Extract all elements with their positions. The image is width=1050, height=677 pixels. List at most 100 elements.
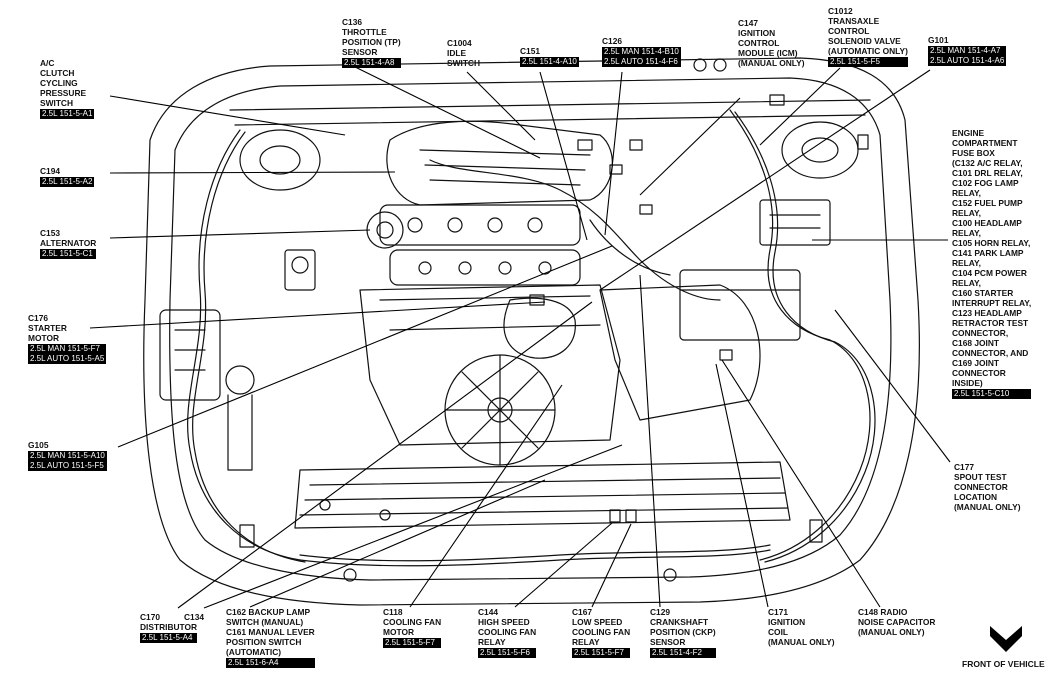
callout-text: C105 HORN RELAY, bbox=[952, 238, 1031, 248]
leader-g101 bbox=[599, 69, 931, 291]
battery bbox=[679, 269, 801, 341]
reference-code: 2.5L 151-5-A2 bbox=[40, 177, 95, 187]
reference-code: 2.5L 151-4-A8 bbox=[342, 58, 401, 68]
reference-code: 2.5L 151-4-F2 bbox=[650, 648, 716, 658]
alternator-body bbox=[366, 211, 404, 249]
callout-text: C102 FOG LAMP bbox=[952, 178, 1019, 188]
callout-text: RELAY, bbox=[952, 228, 982, 238]
callout-text: C160 STARTER bbox=[952, 288, 1014, 298]
callout-text: C1012 bbox=[828, 6, 853, 16]
reference-code: 2.5L AUTO 151-4-A6 bbox=[928, 56, 1007, 66]
callout-text: C168 JOINT bbox=[952, 338, 1000, 348]
leader-c118 bbox=[409, 384, 563, 608]
valve-cover-rear bbox=[379, 204, 581, 246]
leader-c1004 bbox=[466, 71, 536, 141]
callout-text: C136 bbox=[342, 17, 363, 27]
callout-text: IGNITION bbox=[738, 28, 776, 38]
reference-code: 2.5L 151-5-F7 bbox=[572, 648, 631, 658]
callout-text: (C132 A/C RELAY, bbox=[952, 158, 1023, 168]
callout-text: (AUTOMATIC) bbox=[226, 647, 282, 657]
callout-text: POSITION SWITCH bbox=[226, 637, 302, 647]
leader-c151 bbox=[539, 71, 588, 241]
callout-text: STARTER bbox=[28, 323, 67, 333]
starter-body bbox=[503, 297, 576, 359]
callout-text: C123 HEADLAMP bbox=[952, 308, 1022, 318]
reference-code: 2.5L MAN 151-4-A7 bbox=[928, 46, 1007, 56]
callout-text: CONTROL bbox=[738, 38, 780, 48]
leader-ac-clutch bbox=[109, 95, 346, 136]
callout-text: C129 bbox=[650, 607, 671, 617]
callout-text: C126 bbox=[602, 36, 623, 46]
callout-text: COOLING FAN bbox=[572, 627, 631, 637]
callout-text: C100 HEADLAMP bbox=[952, 218, 1022, 228]
reference-code: 2.5L 151-5-F7 bbox=[383, 638, 442, 648]
callout-text: RELAY, bbox=[952, 278, 982, 288]
callout-text: C148 RADIO bbox=[858, 607, 908, 617]
callout-text: G105 bbox=[28, 440, 49, 450]
leader-c129 bbox=[639, 274, 661, 608]
callout-text: ENGINE bbox=[952, 128, 985, 138]
callout-text: SPOUT TEST bbox=[954, 472, 1007, 482]
leader-c171 bbox=[715, 363, 769, 608]
callout-text: ALTERNATOR bbox=[40, 238, 97, 248]
callout-c134: C134 bbox=[184, 612, 204, 622]
callout-text: LOW SPEED bbox=[572, 617, 623, 627]
leader-c136 bbox=[344, 61, 541, 159]
distributor-body bbox=[225, 365, 255, 395]
callout-text: CONNECTOR bbox=[954, 482, 1008, 492]
callout-text: IGNITION bbox=[768, 617, 806, 627]
callout-text: (MANUAL ONLY) bbox=[768, 637, 835, 647]
callout-text: TRANSAXLE bbox=[828, 16, 880, 26]
callout-text: A/C bbox=[40, 58, 55, 68]
callout-text: (MANUAL ONLY) bbox=[954, 502, 1021, 512]
callout-text: SENSOR bbox=[650, 637, 686, 647]
callout-text: RELAY bbox=[572, 637, 600, 647]
intake-manifold bbox=[386, 120, 613, 206]
callout-text: C167 bbox=[572, 607, 593, 617]
callout-text: C171 bbox=[768, 607, 789, 617]
callout-text: C104 PCM POWER bbox=[952, 268, 1027, 278]
callout-text: C151 bbox=[520, 46, 541, 56]
callout-text: C147 bbox=[738, 18, 759, 28]
callout-text: POSITION (CKP) bbox=[650, 627, 716, 637]
callout-text: RELAY bbox=[478, 637, 506, 647]
reference-code: 2.5L 151-5-A4 bbox=[140, 633, 198, 643]
callout-text: C161 MANUAL LEVER bbox=[226, 627, 315, 637]
leader-c167 bbox=[591, 523, 632, 608]
callout-text: C141 PARK LAMP bbox=[952, 248, 1024, 258]
callout-text: C152 FUEL PUMP bbox=[952, 198, 1023, 208]
callout-text: RELAY, bbox=[952, 208, 982, 218]
callout-text: COOLING FAN bbox=[478, 627, 537, 637]
callout-text: C177 bbox=[954, 462, 975, 472]
leader-c126 bbox=[604, 71, 623, 236]
callout-text: COMPARTMENT bbox=[952, 138, 1018, 148]
callout-text: C194 bbox=[40, 166, 61, 176]
engine-block bbox=[359, 284, 621, 446]
callout-text: CYCLING bbox=[40, 78, 78, 88]
callout-text: CONNECTOR bbox=[952, 368, 1006, 378]
callout-text: POSITION (TP) bbox=[342, 37, 401, 47]
callout-text: SWITCH bbox=[40, 98, 74, 108]
leader-c134 bbox=[203, 444, 623, 609]
harness-right bbox=[729, 109, 871, 561]
reference-code: 2.5L AUTO 151-5-F5 bbox=[28, 461, 107, 471]
engine-fuse-box bbox=[759, 199, 831, 246]
reference-code: 2.5L 151-5-C10 bbox=[952, 389, 1032, 399]
leader-c162 bbox=[249, 479, 546, 608]
callout-text: (MANUAL ONLY) bbox=[858, 627, 925, 637]
